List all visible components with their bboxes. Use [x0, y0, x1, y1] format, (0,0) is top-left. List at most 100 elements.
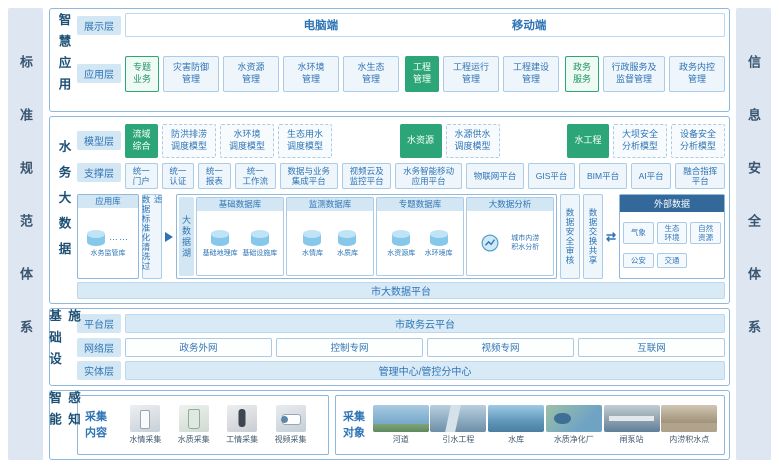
engineering-operation-box: 工程运行 管理: [443, 55, 499, 92]
water-environment-mgmt-box: 水环境 管理: [283, 55, 339, 92]
db-item: 水情库: [302, 229, 323, 258]
engineering-sensor-photo: [227, 405, 258, 432]
government-service-head: 政务 服务: [565, 55, 599, 92]
collection-item: 闸泵站: [603, 405, 660, 445]
mobile-app-platform-box: 水务智能移动 应用平台: [395, 163, 462, 190]
water-env-dispatch-model-box: 水环境 调度模型: [220, 123, 274, 158]
network-layer-row: 网络层 政务外网 控制专网 视频专网 互联网: [77, 337, 725, 357]
application-library-dbs: ……: [87, 229, 129, 246]
ellipsis-text: ……: [109, 232, 129, 243]
urban-waterlogging-analysis-label: 城市内涝 积水分析: [511, 235, 540, 252]
water-engineering-head: 水工程: [567, 123, 609, 158]
water-supply-dispatch-model-box: 水源供水 调度模型: [445, 123, 500, 158]
engineering-mgmt-head: 工程 管理: [405, 55, 439, 92]
collection-objects-items: 河道 引水工程 水库 水质净化厂: [371, 405, 719, 445]
video-caption: 视频采集: [274, 435, 307, 444]
data-security-audit-strip: 数据安全审核: [559, 194, 580, 279]
application-library-body: …… 水务监管库: [78, 208, 138, 278]
mobile-terminal-label: 移动端: [511, 20, 547, 32]
infrastructure-title: 基础设施: [47, 309, 80, 374]
bim-platform-box: BIM平台: [579, 163, 627, 190]
basin-comprehensive-head: 流域 综合: [125, 123, 158, 158]
basic-facility-db-label: 基础设施库: [242, 249, 278, 257]
water-regime-caption: 水情采集: [129, 435, 162, 444]
water-quality-caption: 水质采集: [177, 435, 210, 444]
data-cleaning-filter-strip: 数据标准化清洗过滤: [141, 194, 163, 279]
water-ecology-mgmt-box: 水生态 管理: [343, 55, 399, 92]
section-title-intelligent-sensing: 智能感知: [47, 391, 80, 455]
unified-portal-box: 统一 门户: [125, 163, 158, 190]
unified-workflow-box: 统一 工作流: [234, 163, 276, 190]
database-cylinder-icon: [338, 229, 357, 246]
big-data-analysis-box: 大数据分析 城市内涝 积水分析: [465, 197, 554, 276]
smart-applications-title: 智慧应用: [56, 13, 71, 99]
dam-safety-model-box: 大坝安全 分析模型: [613, 123, 667, 158]
water-env-db-label: 水环境库: [424, 249, 453, 257]
standards-system-label: 标准规范体系: [18, 55, 33, 373]
collection-objects-label: 采集 对象: [343, 410, 365, 440]
eco-water-dispatch-model-box: 生态用水 调度模型: [278, 123, 332, 158]
standards-system-bar: 标准规范体系: [8, 8, 43, 460]
application-library-panel: 应用库 …… 水务监管库: [77, 194, 139, 279]
equipment-safety-model-box: 设备安全 分析模型: [671, 123, 725, 158]
internal-control-box: 政务内控 管理: [669, 55, 725, 92]
gis-platform-box: GIS平台: [528, 163, 576, 190]
data-flow-row: 应用库 …… 水务监管库 数据标准化清洗过滤: [77, 194, 725, 279]
internet-box: 互联网: [578, 337, 725, 357]
terminal-frame: 电脑端 移动端: [125, 13, 725, 37]
collection-item: 水质采集: [178, 405, 210, 445]
water-supervision-db-label: 水务监管库: [90, 249, 126, 257]
monitoring-database-box: 监测数据库 水情库 水质库: [285, 197, 374, 276]
ai-platform-box: AI平台: [630, 163, 672, 190]
water-diversion-project-photo: [430, 405, 487, 432]
platform-layer-row: 平台层 市政务云平台: [77, 314, 725, 334]
water-engineering-model-group: 水工程 大坝安全 分析模型 设备安全 分析模型: [567, 123, 725, 158]
info-security-system-bar: 信息安全体系: [736, 8, 771, 460]
admin-supervision-box: 行政服务及 监督管理: [603, 55, 665, 92]
waterlogging-point-photo: [661, 405, 718, 432]
network-layer-chip: 网络层: [77, 337, 121, 357]
iot-platform-box: 物联网平台: [465, 163, 524, 190]
reservoir-photo: [488, 405, 545, 432]
intelligent-sensing-title: 智能感知: [47, 391, 80, 434]
waterlogging-caption: 内涝积水点: [669, 435, 710, 444]
control-network-box: 控制专网: [276, 337, 423, 357]
collection-item: 引水工程: [430, 405, 487, 445]
external-data-head: 外部数据: [620, 195, 724, 212]
natural-resources-box: 自然 资源: [690, 221, 721, 244]
smart-applications-body: 展示层 电脑端 移动端 应用层 专题 业务 灾害防御 管理 水资源 管理 水环境…: [77, 13, 725, 107]
collection-content-items: 水情采集 水质采集 工情采集 视频采集: [113, 405, 323, 445]
infrastructure-body: 平台层 市政务云平台 网络层 政务外网 控制专网 视频专网 互联网 实体层 管理…: [77, 313, 725, 381]
application-layer-chip: 应用层: [77, 64, 121, 83]
model-layer-chip: 模型层: [77, 131, 121, 151]
flow-arrow-icon: [165, 231, 173, 242]
river-caption: 河道: [392, 435, 409, 444]
basic-database-body: 基础地理库 基础设施库: [197, 211, 283, 275]
data-exchange-share-label: 数据交换共享: [587, 208, 598, 265]
database-cylinder-icon: [87, 229, 105, 246]
basic-database-head: 基础数据库: [197, 198, 283, 212]
fusion-command-platform-box: 融合指挥 平台: [675, 163, 726, 190]
section-water-bigdata: 水务大数据 模型层 流域 综合 防洪排涝 调度模型 水环境 调度模型 生态用水 …: [49, 116, 730, 304]
application-library-head: 应用库: [78, 195, 138, 209]
model-layer-row: 模型层 流域 综合 防洪排涝 调度模型 水环境 调度模型 生态用水 调度模型 水…: [77, 121, 725, 160]
sluice-pump-station-photo: [603, 405, 660, 432]
unified-auth-box: 统一 认证: [161, 163, 195, 190]
collection-content-label: 采集 内容: [85, 410, 107, 440]
exchange-arrow-icon: ⇄: [605, 229, 616, 244]
meteorology-box: 气象: [623, 221, 654, 244]
big-data-lake-label: 大数据湖: [181, 214, 191, 259]
collection-item: 水情采集: [129, 405, 161, 445]
collection-item: 工情采集: [226, 405, 258, 445]
collection-item: 水质净化厂: [545, 405, 602, 445]
management-center-bar: 管理中心/管控分中心: [125, 360, 725, 380]
flood-dispatch-model-box: 防洪排涝 调度模型: [162, 123, 216, 158]
eco-environment-box: 生态 环境: [656, 221, 688, 244]
transportation-box: 交通: [656, 253, 688, 269]
collection-item: 内涝积水点: [661, 405, 718, 445]
db-item: 基础设施库: [242, 229, 277, 258]
water-resources-mgmt-box: 水资源 管理: [223, 55, 279, 92]
data-cleaning-filter-label: 数据标准化清洗过滤: [141, 195, 163, 271]
db-item: 基础地理库: [203, 229, 238, 258]
